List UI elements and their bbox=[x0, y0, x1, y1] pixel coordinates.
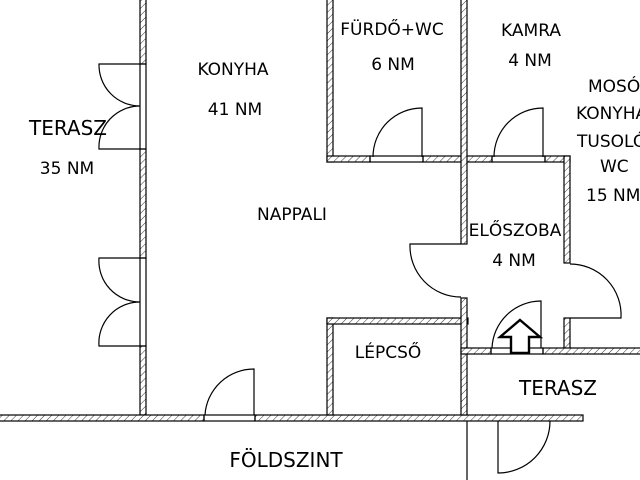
door-living-hall bbox=[409, 243, 462, 298]
room-name-pantry: KAMRA bbox=[501, 21, 561, 41]
door-bottom bbox=[204, 368, 255, 416]
wall-terrace-top bbox=[460, 347, 492, 355]
wall-left bbox=[139, 0, 147, 65]
room-area-hall: 4 NM bbox=[492, 251, 536, 271]
wall-hall-left bbox=[460, 297, 468, 416]
wall-bath-bottom bbox=[422, 155, 493, 163]
room-name-terrace-front: TERASZ bbox=[518, 376, 597, 400]
room-name-utility-3: TUSOLÓ bbox=[576, 130, 640, 152]
door-terrace-left-2 bbox=[98, 257, 141, 347]
door-pantry bbox=[493, 107, 544, 158]
wall-terrace-top bbox=[542, 347, 640, 355]
room-name-bath: FÜRDŐ+WC bbox=[340, 18, 443, 40]
room-name-hall: ELŐSZOBA bbox=[469, 219, 562, 241]
room-name-utility-4: WC bbox=[600, 157, 629, 177]
wall-hall-left bbox=[460, 0, 468, 245]
floor-label: FÖLDSZINT bbox=[229, 448, 343, 472]
wall-hall-right bbox=[563, 155, 571, 264]
wall-left bbox=[139, 148, 147, 259]
room-area-kitchen: 41 NM bbox=[208, 100, 262, 120]
room-area-utility: 15 NM bbox=[586, 186, 640, 206]
door-terrace-front bbox=[497, 420, 551, 474]
door-terrace-left-1 bbox=[98, 63, 141, 150]
door-bath bbox=[372, 107, 423, 158]
door-utility bbox=[569, 263, 622, 319]
wall-stairs-top bbox=[326, 317, 469, 325]
room-name-stairs: LÉPCSŐ bbox=[355, 341, 422, 363]
room-name-living: NAPPALI bbox=[257, 205, 327, 225]
room-area-pantry: 4 NM bbox=[508, 51, 552, 71]
room-area-terrace-left: 35 NM bbox=[40, 159, 94, 179]
wall-bath-left bbox=[326, 0, 334, 163]
wall-bottom bbox=[254, 414, 584, 422]
wall-bath-bottom bbox=[326, 155, 371, 163]
wall-left bbox=[139, 345, 147, 416]
room-area-bath: 6 NM bbox=[371, 55, 415, 75]
room-name-utility-2: KONYHA bbox=[576, 104, 640, 124]
room-name-utility-1: MOSÓ bbox=[588, 75, 640, 97]
doors bbox=[98, 63, 622, 474]
arrow-up-icon bbox=[496, 318, 544, 355]
door-entrance bbox=[491, 300, 542, 349]
room-name-kitchen: KONYHA bbox=[197, 60, 268, 80]
wall-stairs-left bbox=[326, 317, 334, 416]
room-name-terrace-left: TERASZ bbox=[28, 116, 107, 140]
wall-bottom bbox=[0, 414, 205, 422]
